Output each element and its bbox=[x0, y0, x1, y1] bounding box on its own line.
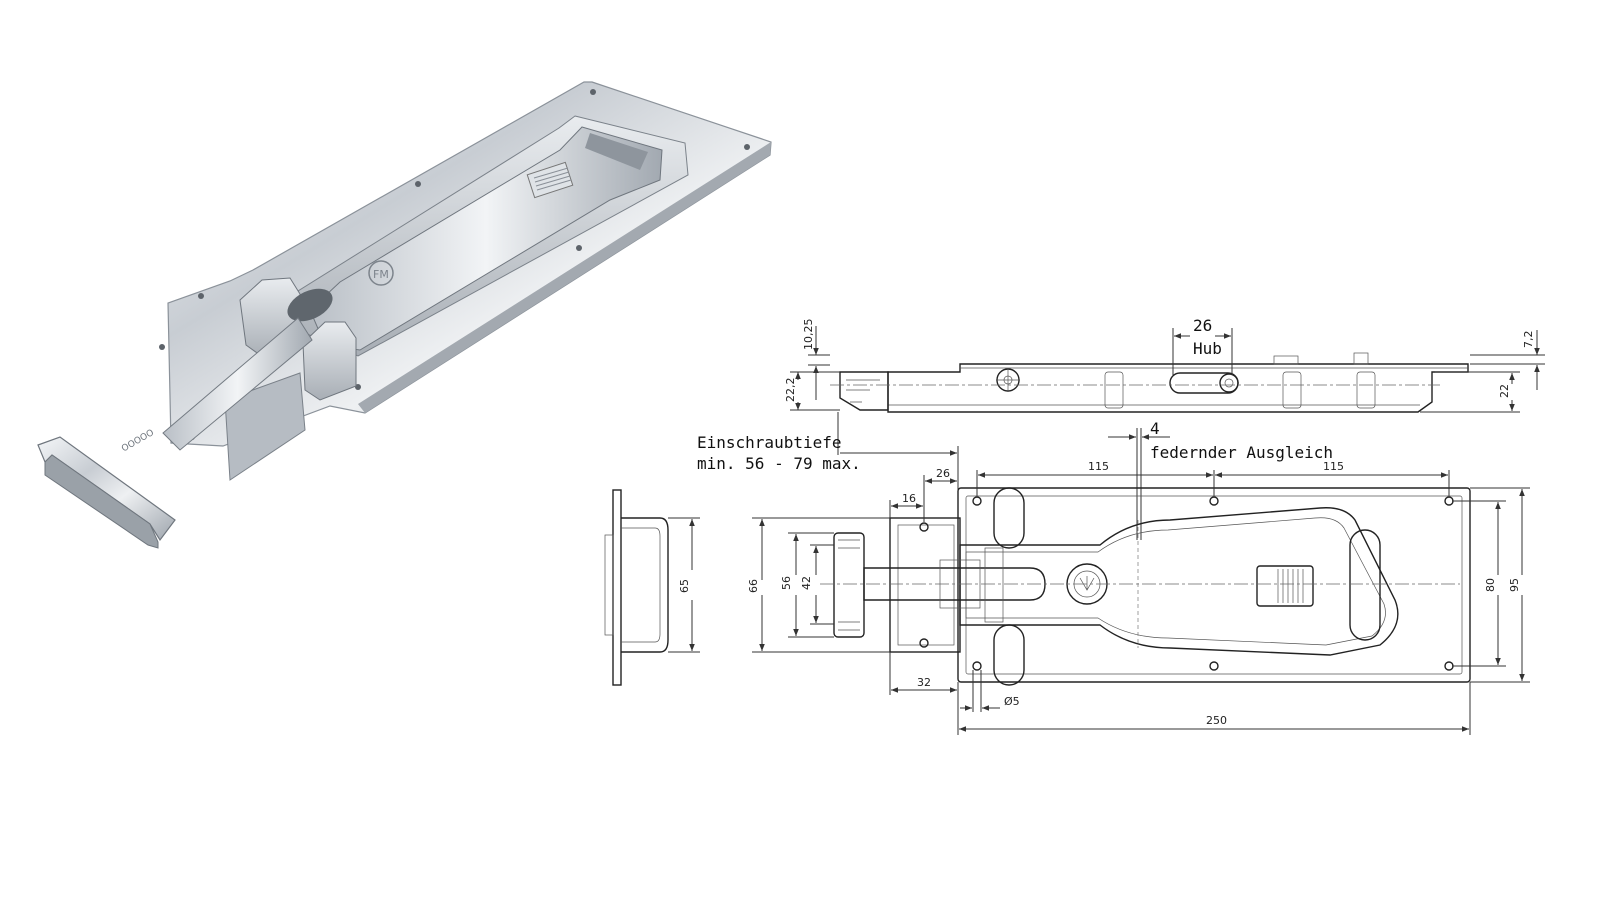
t-handle bbox=[37, 436, 176, 542]
product-photo: FM OOOOO bbox=[37, 81, 772, 549]
svg-text:OOOOO: OOOOO bbox=[120, 428, 156, 454]
svg-text:115: 115 bbox=[1088, 460, 1109, 473]
spring-value: 4 bbox=[1150, 419, 1160, 438]
svg-text:22: 22 bbox=[1498, 384, 1511, 398]
svg-text:Hub: Hub bbox=[1193, 339, 1222, 358]
svg-text:66: 66 bbox=[747, 579, 760, 593]
annotations: Einschraubtiefe min. 56 - 79 max. 4 fede… bbox=[697, 412, 1333, 540]
plate-edge bbox=[358, 142, 771, 413]
svg-text:16: 16 bbox=[902, 492, 916, 505]
top-holes bbox=[919, 496, 1454, 671]
t-handle-face bbox=[44, 454, 159, 549]
screw-depth-range: min. 56 - 79 max. bbox=[697, 454, 861, 473]
spring-label: federnder Ausgleich bbox=[1150, 443, 1333, 462]
logo-emblem: FM bbox=[368, 260, 394, 286]
svg-text:7,2: 7,2 bbox=[1522, 331, 1535, 349]
svg-text:10,25: 10,25 bbox=[802, 319, 815, 351]
end-view: 65 bbox=[604, 489, 700, 686]
svg-text:42: 42 bbox=[800, 576, 813, 590]
svg-text:22,2: 22,2 bbox=[784, 378, 797, 403]
svg-text:115: 115 bbox=[1323, 460, 1344, 473]
svg-text:65: 65 bbox=[678, 579, 691, 593]
side-view: 10,25 22,2 26 Hub 7,2 22 bbox=[784, 316, 1545, 413]
svg-text:Ø5: Ø5 bbox=[1004, 695, 1020, 708]
mounting-holes bbox=[159, 89, 750, 440]
handle-slot bbox=[585, 133, 648, 170]
svg-text:FM: FM bbox=[373, 268, 389, 281]
svg-text:80: 80 bbox=[1484, 578, 1497, 592]
bolt-arm bbox=[162, 317, 313, 451]
svg-text:32: 32 bbox=[917, 676, 931, 689]
side-flange bbox=[224, 372, 306, 481]
svg-text:95: 95 bbox=[1508, 578, 1521, 592]
guide-block-right bbox=[302, 321, 357, 401]
push-button bbox=[526, 161, 574, 199]
svg-text:250: 250 bbox=[1206, 714, 1227, 727]
svg-text:56: 56 bbox=[780, 576, 793, 590]
screw-depth-label: Einschraubtiefe bbox=[697, 433, 842, 452]
top-view: 115 115 26 16 66 56 42 80 bbox=[747, 460, 1530, 735]
svg-text:26: 26 bbox=[1193, 316, 1212, 335]
svg-text:26: 26 bbox=[936, 467, 950, 480]
